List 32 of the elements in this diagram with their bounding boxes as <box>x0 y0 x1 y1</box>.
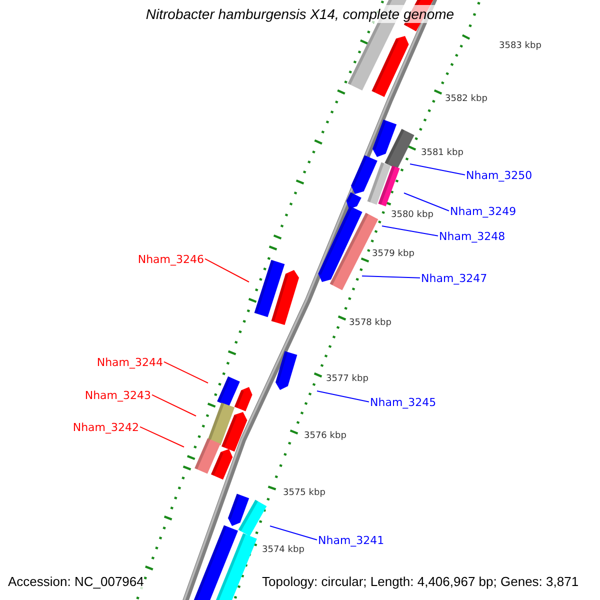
scale-label: 3578 kbp <box>349 318 392 328</box>
footer-text: Accession: NC_007964 <box>8 574 144 590</box>
leader-line <box>270 526 318 540</box>
scale-label: 3576 kbp <box>304 431 346 441</box>
scale-label: 3574 kbp <box>262 545 304 555</box>
leader-line <box>382 226 438 236</box>
gene-label: Nham_3241 <box>318 534 384 547</box>
scale-label: 3582 kbp <box>445 94 488 104</box>
scale-label: 3580 kbp <box>391 210 434 220</box>
gene-label: Nham_3242 <box>72 421 139 434</box>
gene-label: Nham_3250 <box>466 169 532 182</box>
gene-label: Nham_3245 <box>370 396 436 409</box>
leader-line <box>410 164 466 176</box>
gene-label: Nham_3247 <box>421 272 488 285</box>
scale-label: 3577 kbp <box>326 374 368 384</box>
scale-label: 3575 kbp <box>283 488 326 498</box>
gene-label: Nham_3244 <box>96 356 163 369</box>
gene-label: Nham_3243 <box>84 389 151 402</box>
leader-line <box>140 426 184 448</box>
gene-label: Nham_3246 <box>138 253 204 266</box>
scale-label: 3583 kbp <box>499 41 542 51</box>
leader-line <box>316 390 370 402</box>
leader-line <box>404 192 450 212</box>
scale-label: 3581 kbp <box>421 148 464 158</box>
leader-line <box>204 258 250 282</box>
leader-line <box>164 361 208 384</box>
footer-text: Topology: circular; Length: 4,406,967 bp; Genes: 3,871 <box>262 574 579 590</box>
gene-label: Nham_3248 <box>439 230 506 243</box>
gene-label: Nham_3249 <box>450 205 516 218</box>
scale-label: 3579 kbp <box>372 249 414 259</box>
leader-line <box>152 394 196 416</box>
leader-line <box>362 276 420 278</box>
